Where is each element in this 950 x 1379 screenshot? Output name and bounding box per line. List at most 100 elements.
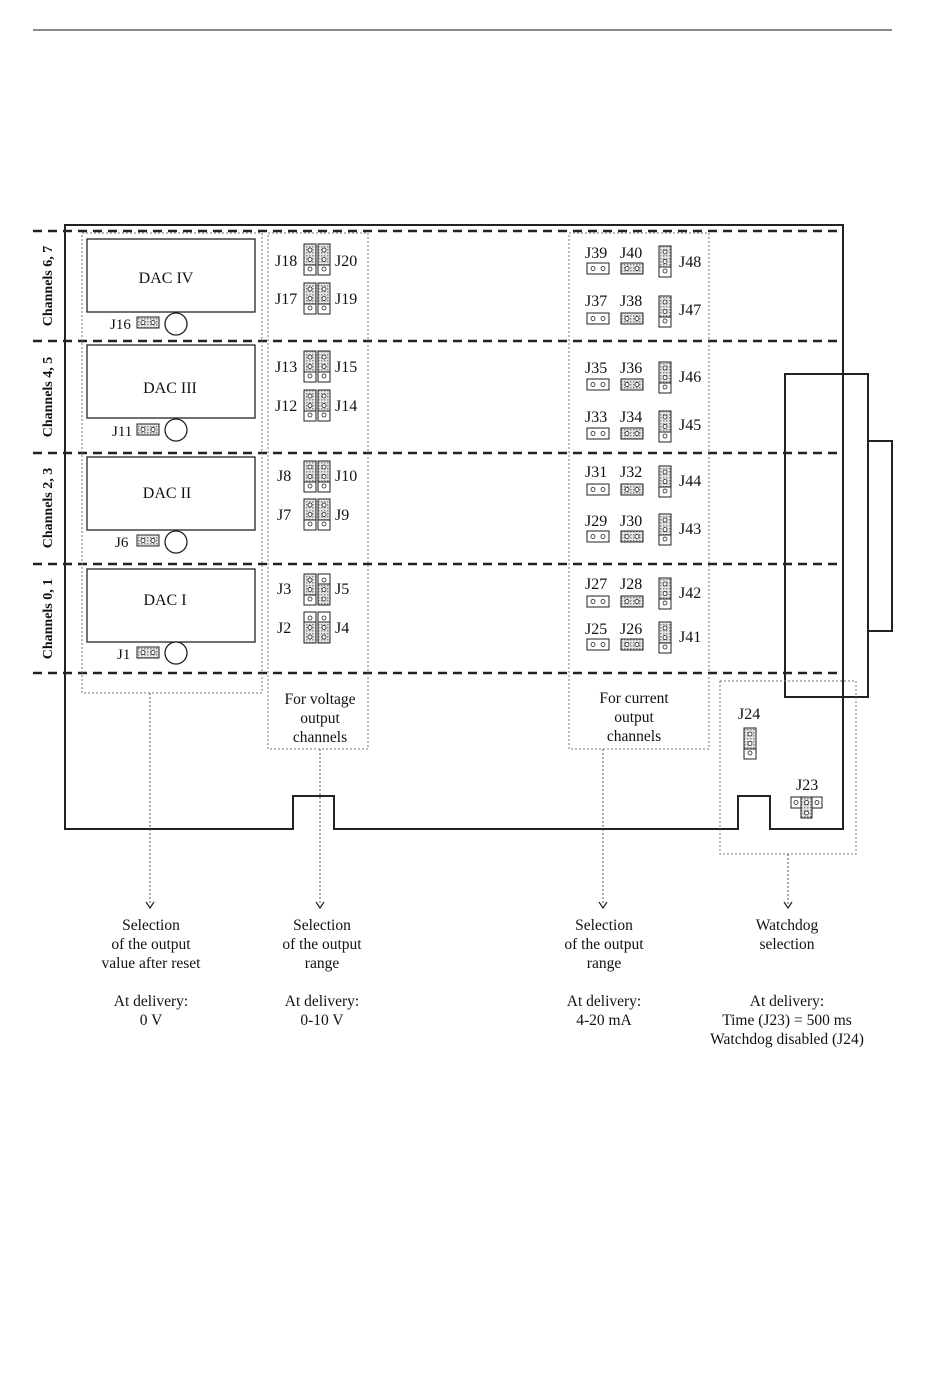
group-label-line: channels bbox=[293, 729, 347, 746]
jumper-label: J4 bbox=[335, 620, 349, 637]
jumper-2pin bbox=[136, 646, 160, 659]
dac-chip bbox=[86, 344, 256, 419]
arrow-icon bbox=[598, 901, 608, 910]
jumper-label: J27 bbox=[585, 576, 607, 593]
voltage-jumper-row: J17 J19 bbox=[275, 282, 357, 315]
group-label-line: output bbox=[300, 710, 340, 727]
arrowheads bbox=[145, 901, 793, 910]
board-outline bbox=[64, 224, 844, 830]
caption-voltage-range: Selection of the output range At deliver… bbox=[282, 917, 362, 1029]
dac-chip bbox=[86, 238, 256, 313]
jumper-label: J38 bbox=[620, 293, 642, 310]
jumper-label: J2 bbox=[277, 620, 291, 637]
delivery-line: At delivery: bbox=[750, 993, 824, 1010]
arrow-icon bbox=[315, 901, 325, 910]
current-jumper-row: J25 J26 J41 bbox=[585, 621, 701, 654]
caption-line: of the output bbox=[564, 936, 644, 953]
group-label-line: output bbox=[614, 709, 654, 726]
group-label-line: For current bbox=[599, 690, 669, 707]
jumper-label: J19 bbox=[335, 291, 357, 308]
jumper-label: J34 bbox=[620, 409, 642, 426]
dac-label: DAC III bbox=[143, 380, 197, 397]
caption-watchdog: Watchdog selection At delivery: Time (J2… bbox=[710, 917, 864, 1048]
jumper-label: J35 bbox=[585, 360, 607, 377]
jumper-label: J40 bbox=[620, 245, 642, 262]
caption-line: range bbox=[305, 955, 340, 972]
caption-current-range: Selection of the output range At deliver… bbox=[564, 917, 644, 1029]
voltage-jumper-row: J13 J15 bbox=[275, 350, 357, 383]
current-jumper-row: J29 J30 J43 bbox=[585, 513, 701, 546]
current-jumper-row: J39 J40 J48 bbox=[585, 245, 701, 278]
jumper-label: J45 bbox=[679, 417, 701, 434]
jumper-label: J14 bbox=[335, 398, 357, 415]
caption-line: of the output bbox=[282, 936, 362, 953]
voltage-group-box bbox=[267, 232, 369, 750]
jumper-label: J28 bbox=[620, 576, 642, 593]
jumper-label: J23 bbox=[796, 777, 818, 794]
dac-label: DAC I bbox=[143, 592, 186, 609]
jumper-label: J3 bbox=[277, 581, 291, 598]
caption-reset-value: Selection of the output value after rese… bbox=[102, 917, 202, 1029]
potentiometer bbox=[164, 312, 188, 336]
jumper-label: J9 bbox=[335, 507, 349, 524]
group-label-line: For voltage bbox=[284, 691, 355, 708]
jumper-label: J36 bbox=[620, 360, 642, 377]
delivery-line: Time (J23) = 500 ms bbox=[722, 1012, 852, 1029]
arrow-icon bbox=[145, 901, 155, 910]
potentiometer bbox=[164, 641, 188, 665]
jumper-label: J29 bbox=[585, 513, 607, 530]
dac-chip bbox=[86, 456, 256, 531]
watchdog-j24: J24 bbox=[738, 706, 760, 760]
delivery-line: At delivery: bbox=[567, 993, 641, 1010]
jumper-label: J43 bbox=[679, 521, 701, 538]
current-jumper-row: J27 J28 J42 bbox=[585, 576, 701, 610]
jumper-label: J5 bbox=[335, 581, 349, 598]
channel-dividers bbox=[33, 229, 843, 675]
caption-line: Selection bbox=[122, 917, 180, 934]
caption-line: Selection bbox=[575, 917, 633, 934]
connector bbox=[784, 373, 869, 698]
dac-block: DAC III J11 bbox=[86, 344, 256, 442]
jumper-label: J41 bbox=[679, 629, 701, 646]
watchdog-j23: J23 bbox=[790, 777, 823, 819]
voltage-jumper-row: J2 J4 bbox=[277, 611, 349, 644]
caption-line: Watchdog bbox=[756, 917, 819, 934]
potentiometer bbox=[164, 530, 188, 554]
current-jumper-row: J31 J32 J44 bbox=[585, 464, 701, 498]
channel-label: Channels 0, 1 bbox=[41, 579, 56, 660]
jumper-label: J39 bbox=[585, 245, 607, 262]
connector-bracket bbox=[867, 440, 893, 632]
delivery-line: 0-10 V bbox=[300, 1012, 344, 1029]
voltage-jumper-row: J12 J14 bbox=[275, 389, 357, 422]
arrow-icon bbox=[783, 901, 793, 910]
jumper-label: J37 bbox=[585, 293, 607, 310]
current-group-box bbox=[568, 232, 710, 750]
current-jumper-row: J37 J38 J47 bbox=[585, 293, 701, 328]
caption-line: range bbox=[587, 955, 622, 972]
jumper-label: J48 bbox=[679, 254, 701, 271]
jumper-label: J8 bbox=[277, 468, 291, 485]
dac-block: DAC I J1 bbox=[86, 568, 256, 665]
jumper-2pin bbox=[136, 534, 160, 547]
dac-label: DAC IV bbox=[139, 270, 194, 287]
channel-label: Channels 2, 3 bbox=[41, 468, 56, 549]
dac-jumper-label: J16 bbox=[110, 317, 131, 333]
jumper-label: J26 bbox=[620, 621, 642, 638]
jumper-label: J15 bbox=[335, 359, 357, 376]
caption-line: Selection bbox=[293, 917, 351, 934]
channel-label: Channels 4, 5 bbox=[41, 357, 56, 438]
jumper-label: J7 bbox=[277, 507, 291, 524]
jumper-label: J18 bbox=[275, 253, 297, 270]
jumper-label: J47 bbox=[679, 302, 701, 319]
voltage-jumper-row: J3 J5 bbox=[277, 573, 349, 606]
jumper-label: J44 bbox=[679, 473, 701, 490]
jumper-label: J32 bbox=[620, 464, 642, 481]
voltage-jumper-row: J18 J20 bbox=[275, 243, 357, 276]
dac-group-box bbox=[81, 232, 263, 694]
jumper-label: J31 bbox=[585, 464, 607, 481]
voltage-jumper-row: J8 J10 bbox=[277, 460, 357, 493]
jumper-2pin bbox=[136, 316, 160, 329]
dac-block: DAC II J6 bbox=[86, 456, 256, 554]
group-label-line: channels bbox=[607, 728, 661, 745]
